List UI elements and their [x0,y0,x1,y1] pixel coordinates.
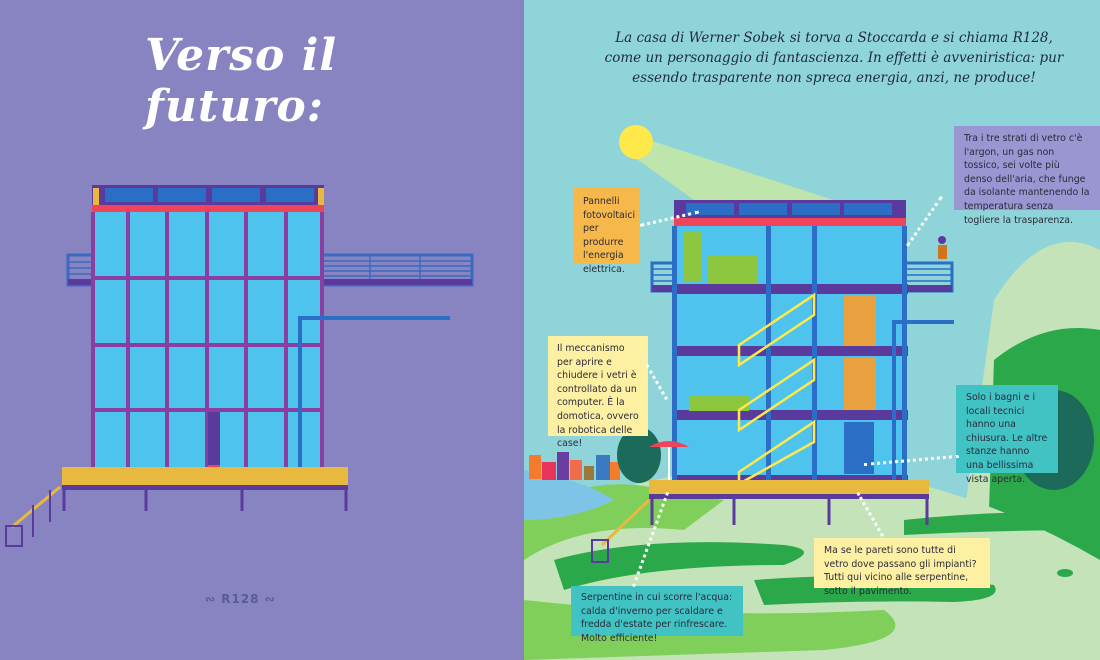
page-folio: ∾ R128 ∾ [205,592,276,606]
house-elevation-illustration [5,185,474,547]
callout-bathrooms: Solo i bagni e i locali tecnici hanno un… [956,385,1058,485]
callout-domotica: Il meccanismo per aprire e chiudere i ve… [548,336,648,449]
callout-solar-panels: Pannelli fotovoltaici per produrre l'ene… [574,188,640,275]
page-title: Verso il futuro: [145,30,338,132]
intro-paragraph: La casa di Werner Sobek si torva a Stocc… [604,30,1064,86]
callout-utilities: Ma se le pareti sono tutte di vetro dove… [814,538,990,597]
left-page: Verso il futuro: [0,0,524,660]
callout-heating-coils: Serpentine in cui scorre l'acqua: calda … [571,586,743,644]
right-page: La casa di Werner Sobek si torva a Stocc… [524,0,1100,660]
callout-argon: Tra i tre strati di vetro c'è l'argon, u… [954,126,1100,226]
house-section-illustration [524,125,1100,660]
sun-icon [619,125,653,159]
